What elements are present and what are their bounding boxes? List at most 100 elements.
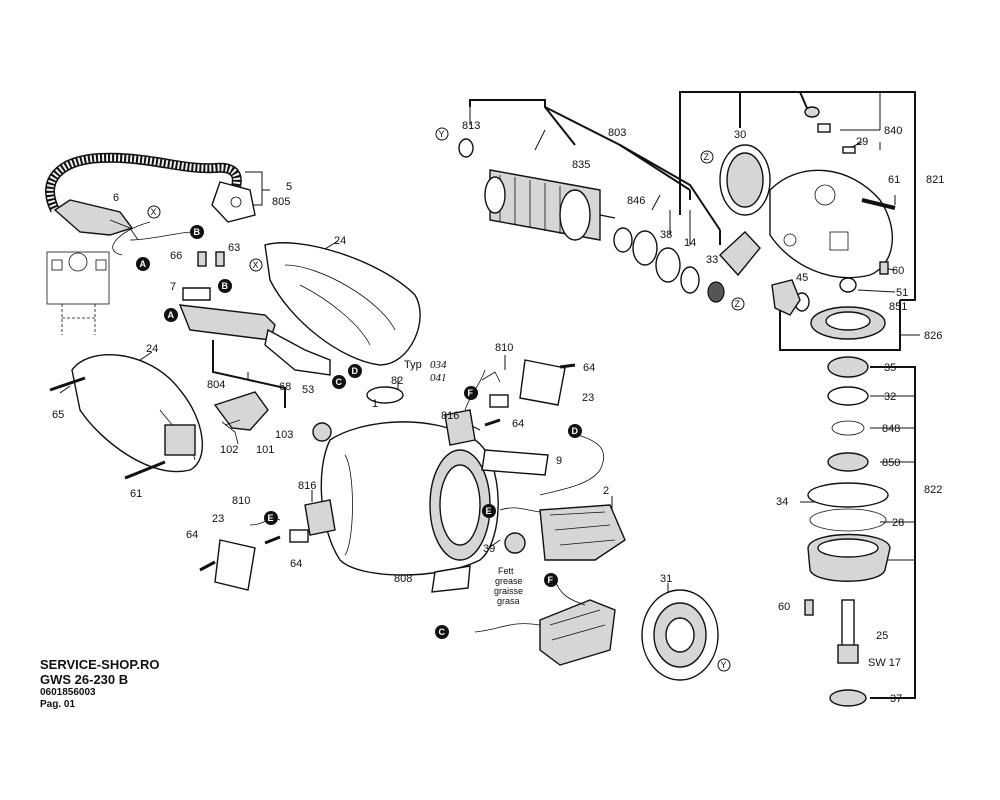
- label-63: 63: [228, 242, 240, 254]
- grease-de: Fett: [498, 566, 514, 576]
- label-30: 30: [734, 129, 746, 141]
- label-14: 14: [684, 237, 696, 249]
- gear-head: [719, 144, 894, 279]
- label-37: 37: [890, 693, 902, 705]
- marker-Y-1: Y: [435, 127, 449, 141]
- label-61-top: 61: [888, 174, 900, 186]
- bracket-lines: [59, 91, 920, 699]
- connection-markers: A B B A C D F D E E F C: [136, 225, 582, 639]
- part-labels: 813 803 835 846 38 14 33 30 29 840 61 82…: [52, 120, 944, 705]
- svg-text:F: F: [468, 388, 474, 398]
- typ-label: Typ: [404, 359, 422, 371]
- svg-text:Y: Y: [439, 129, 445, 139]
- label-23-left: 23: [212, 513, 224, 525]
- model-name: GWS 26-230 B: [40, 672, 129, 687]
- marker-F-2: F: [544, 573, 558, 587]
- label-66: 66: [170, 250, 182, 262]
- label-804: 804: [207, 379, 225, 391]
- switch-assembly: [178, 304, 331, 376]
- label-851: 851: [889, 301, 907, 313]
- label-840: 840: [884, 125, 902, 137]
- label-813: 813: [462, 120, 480, 132]
- marker-D-2: D: [568, 424, 582, 438]
- typ-value-1: 034: [430, 359, 447, 371]
- wiring-schematic: [46, 251, 110, 335]
- svg-text:X: X: [151, 207, 157, 217]
- label-60-bottom: 60: [778, 601, 790, 613]
- rear-handle-shell-bottom: [71, 354, 203, 473]
- svg-text:E: E: [486, 506, 492, 516]
- marker-X-1: X: [147, 205, 161, 219]
- label-28: 28: [892, 517, 904, 529]
- label-38: 38: [660, 229, 672, 241]
- label-45: 45: [796, 272, 808, 284]
- marker-E-2: E: [264, 511, 278, 525]
- gear-head-small-parts: [771, 106, 896, 316]
- label-53: 53: [302, 384, 314, 396]
- svg-text:B: B: [222, 281, 229, 291]
- label-34: 34: [776, 496, 788, 508]
- label-808: 808: [394, 573, 412, 585]
- reference-markers: X X Y Y Z Z: [147, 127, 745, 672]
- screws: [49, 251, 576, 572]
- grease-note: Fett grease graisse grasa: [494, 566, 523, 606]
- label-64-left: 64: [186, 529, 198, 541]
- marker-Z-2: Z: [731, 297, 745, 311]
- armature: [484, 169, 616, 241]
- marker-Z-1: Z: [700, 150, 714, 164]
- power-cable-with-plug: [45, 152, 256, 241]
- label-810-top: 810: [495, 342, 513, 354]
- page-number: Pag. 01: [40, 699, 76, 710]
- svg-text:D: D: [352, 366, 359, 376]
- field-coil-upper: [539, 504, 626, 561]
- typ-value-2: 041: [430, 372, 447, 384]
- svg-text:Z: Z: [704, 152, 710, 162]
- marker-B-1: B: [190, 225, 204, 239]
- label-65: 65: [52, 409, 64, 421]
- label-sw17: SW 17: [868, 657, 901, 669]
- label-60-top: 60: [892, 265, 904, 277]
- svg-text:F: F: [548, 575, 554, 585]
- label-835: 835: [572, 159, 590, 171]
- label-24-top: 24: [334, 235, 346, 247]
- label-23-top: 23: [582, 392, 594, 404]
- part-number: 0601856003: [40, 687, 96, 698]
- type-annotation: Typ 034 041: [404, 359, 447, 384]
- svg-text:B: B: [194, 227, 201, 237]
- bevel-gear: [810, 306, 886, 340]
- label-803: 803: [608, 127, 626, 139]
- label-821: 821: [926, 174, 944, 186]
- spindle-stack: [804, 356, 891, 707]
- marker-A-2: A: [164, 308, 178, 322]
- grease-en: grease: [495, 576, 523, 586]
- label-39: 39: [483, 543, 495, 555]
- wiring-leads: [112, 221, 605, 633]
- grease-fr: graisse: [494, 586, 523, 596]
- label-848: 848: [882, 423, 900, 435]
- svg-text:Z: Z: [735, 299, 741, 309]
- label-64-bottom: 64: [290, 558, 302, 570]
- marker-C-1: C: [332, 375, 346, 389]
- marker-C-2: C: [435, 625, 449, 639]
- field-coil-lower: [539, 599, 616, 666]
- label-816-top: 816: [441, 410, 459, 422]
- switch-lever: [213, 391, 269, 445]
- marker-B-2: B: [218, 279, 232, 293]
- label-2: 2: [603, 485, 609, 497]
- svg-text:X: X: [253, 260, 259, 270]
- svg-text:C: C: [439, 627, 446, 637]
- label-24-left: 24: [146, 343, 158, 355]
- label-850: 850: [882, 457, 900, 469]
- label-82: 82: [391, 375, 403, 387]
- svg-text:E: E: [268, 513, 274, 523]
- footer-info: SERVICE-SHOP.RO GWS 26-230 B 0601856003 …: [40, 657, 159, 711]
- label-5: 5: [286, 181, 292, 193]
- label-805: 805: [272, 196, 290, 208]
- label-29: 29: [856, 136, 868, 148]
- svg-text:A: A: [140, 259, 147, 269]
- marker-D-1: D: [348, 364, 362, 378]
- label-810-left: 810: [232, 495, 250, 507]
- svg-text:A: A: [168, 310, 175, 320]
- marker-F-1: F: [464, 386, 478, 400]
- shop-name: SERVICE-SHOP.RO: [40, 657, 160, 672]
